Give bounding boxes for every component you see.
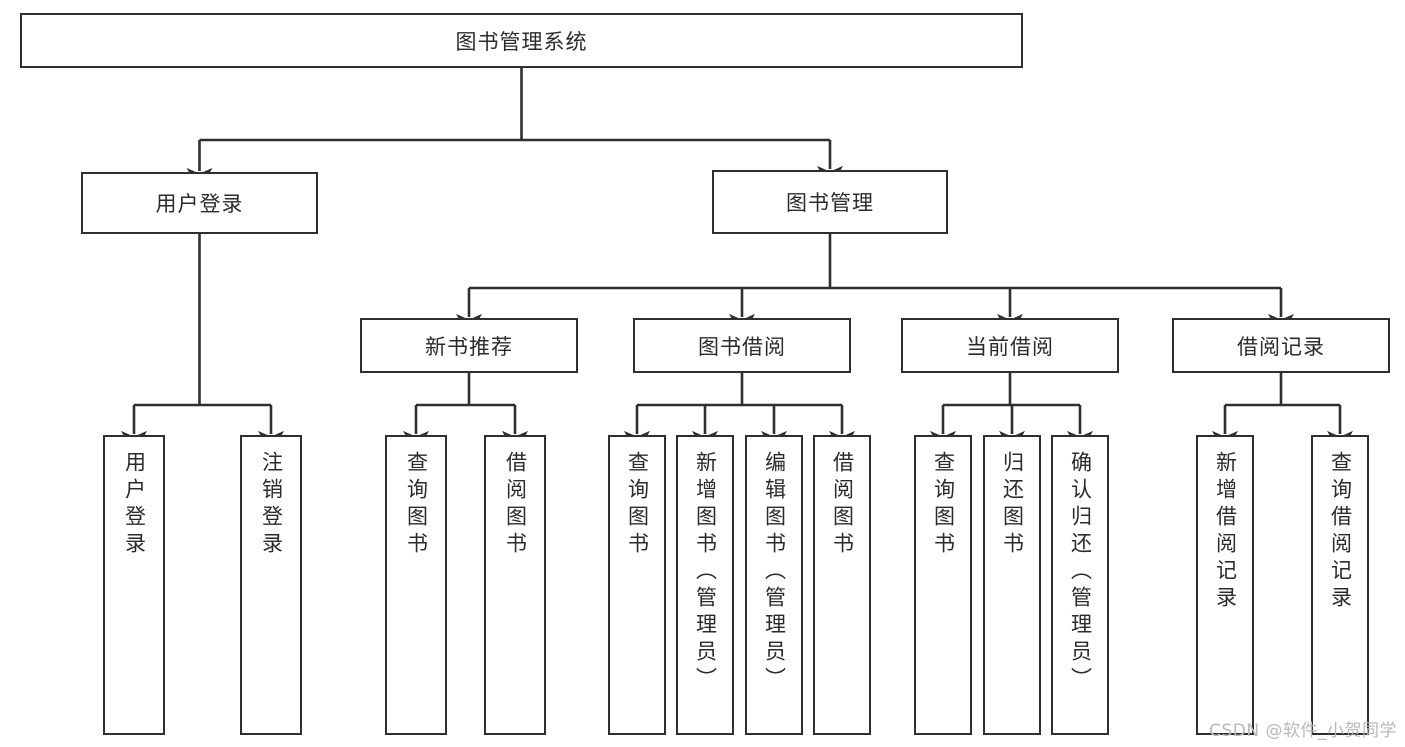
leaf-return-book[interactable]: 归还图书 [983,435,1041,735]
node-root[interactable]: 图书管理系统 [20,13,1023,68]
leaf-query-book-recommend[interactable]: 查询图书 [385,435,447,735]
node-current-borrow[interactable]: 当前借阅 [901,318,1119,373]
leaf-query-borrow-record[interactable]: 查询借阅记录 [1311,435,1369,735]
node-user-login[interactable]: 用户登录 [81,172,318,234]
leaf-add-book[interactable]: 新增图书（管理员） [676,435,734,735]
leaf-query-book-current[interactable]: 查询图书 [914,435,972,735]
leaf-query-book-borrow-label: 查询图书 [625,451,650,559]
leaf-query-book-current-label: 查询图书 [931,451,956,559]
leaf-borrow-book-recommend[interactable]: 借阅图书 [484,435,546,735]
leaf-confirm-return-label: 确认归还（管理员） [1068,451,1093,694]
node-root-label: 图书管理系统 [455,29,588,54]
leaf-confirm-return[interactable]: 确认归还（管理员） [1051,435,1109,735]
node-book-borrow-label: 图书借阅 [698,334,786,359]
leaf-edit-book-label: 编辑图书（管理员） [762,451,787,694]
node-borrow-record-label: 借阅记录 [1237,334,1325,359]
leaf-query-book-recommend-label: 查询图书 [404,451,429,559]
node-borrow-record[interactable]: 借阅记录 [1172,318,1390,373]
leaf-query-book-borrow[interactable]: 查询图书 [608,435,666,735]
node-book-borrow[interactable]: 图书借阅 [633,318,851,373]
node-new-book-recommend[interactable]: 新书推荐 [360,318,578,373]
leaf-borrow-book-recommend-label: 借阅图书 [503,451,528,559]
leaf-edit-book[interactable]: 编辑图书（管理员） [745,435,803,735]
node-user-login-label: 用户登录 [155,192,244,216]
leaf-add-book-label: 新增图书（管理员） [693,451,718,694]
node-book-manage-label: 图书管理 [786,191,874,215]
leaf-logout-label: 注销登录 [259,451,284,559]
leaf-borrow-book[interactable]: 借阅图书 [813,435,871,735]
leaf-add-borrow-record-label: 新增借阅记录 [1213,451,1238,613]
leaf-query-borrow-record-label: 查询借阅记录 [1328,451,1353,613]
leaf-user-login[interactable]: 用户登录 [103,435,165,735]
csdn-watermark: CSDN @软件_小贺同学 [1209,721,1397,741]
node-book-manage[interactable]: 图书管理 [712,170,948,234]
leaf-borrow-book-label: 借阅图书 [830,451,855,559]
leaf-logout[interactable]: 注销登录 [240,435,302,735]
leaf-user-login-label: 用户登录 [122,451,147,559]
node-new-book-recommend-label: 新书推荐 [425,334,513,359]
leaf-return-book-label: 归还图书 [1000,451,1025,559]
leaf-add-borrow-record[interactable]: 新增借阅记录 [1196,435,1254,735]
node-current-borrow-label: 当前借阅 [966,334,1054,359]
